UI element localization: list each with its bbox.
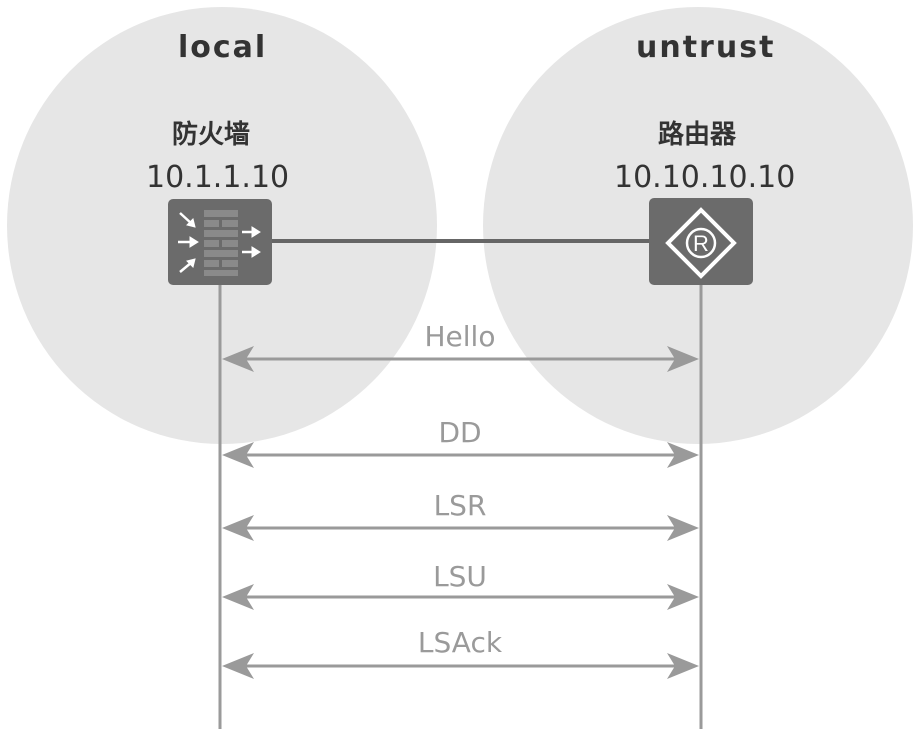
firewall-ip: 10.1.1.10 (146, 160, 290, 195)
message-arrow-lsu (222, 584, 699, 610)
router-name: 路由器 (658, 120, 737, 150)
message-label-lsack: LSAck (417, 626, 503, 659)
message-arrow-lsr (222, 515, 699, 541)
message-label-lsr: LSR (433, 489, 487, 522)
message-label-lsu: LSU (433, 560, 487, 593)
firewall-icon (168, 199, 272, 285)
firewall-name: 防火墙 (172, 120, 251, 150)
message-arrows (222, 346, 699, 679)
router-icon: R (649, 198, 753, 285)
zone-local-label: local (178, 30, 268, 65)
message-arrow-lsack (222, 653, 699, 679)
message-label-hello: Hello (424, 320, 496, 353)
router-ip: 10.10.10.10 (614, 160, 796, 195)
zone-untrust-label: untrust (636, 30, 776, 65)
router-glyph: R (693, 231, 709, 256)
message-arrow-dd (222, 442, 699, 468)
message-arrow-hello (222, 346, 699, 372)
message-label-dd: DD (438, 416, 482, 449)
